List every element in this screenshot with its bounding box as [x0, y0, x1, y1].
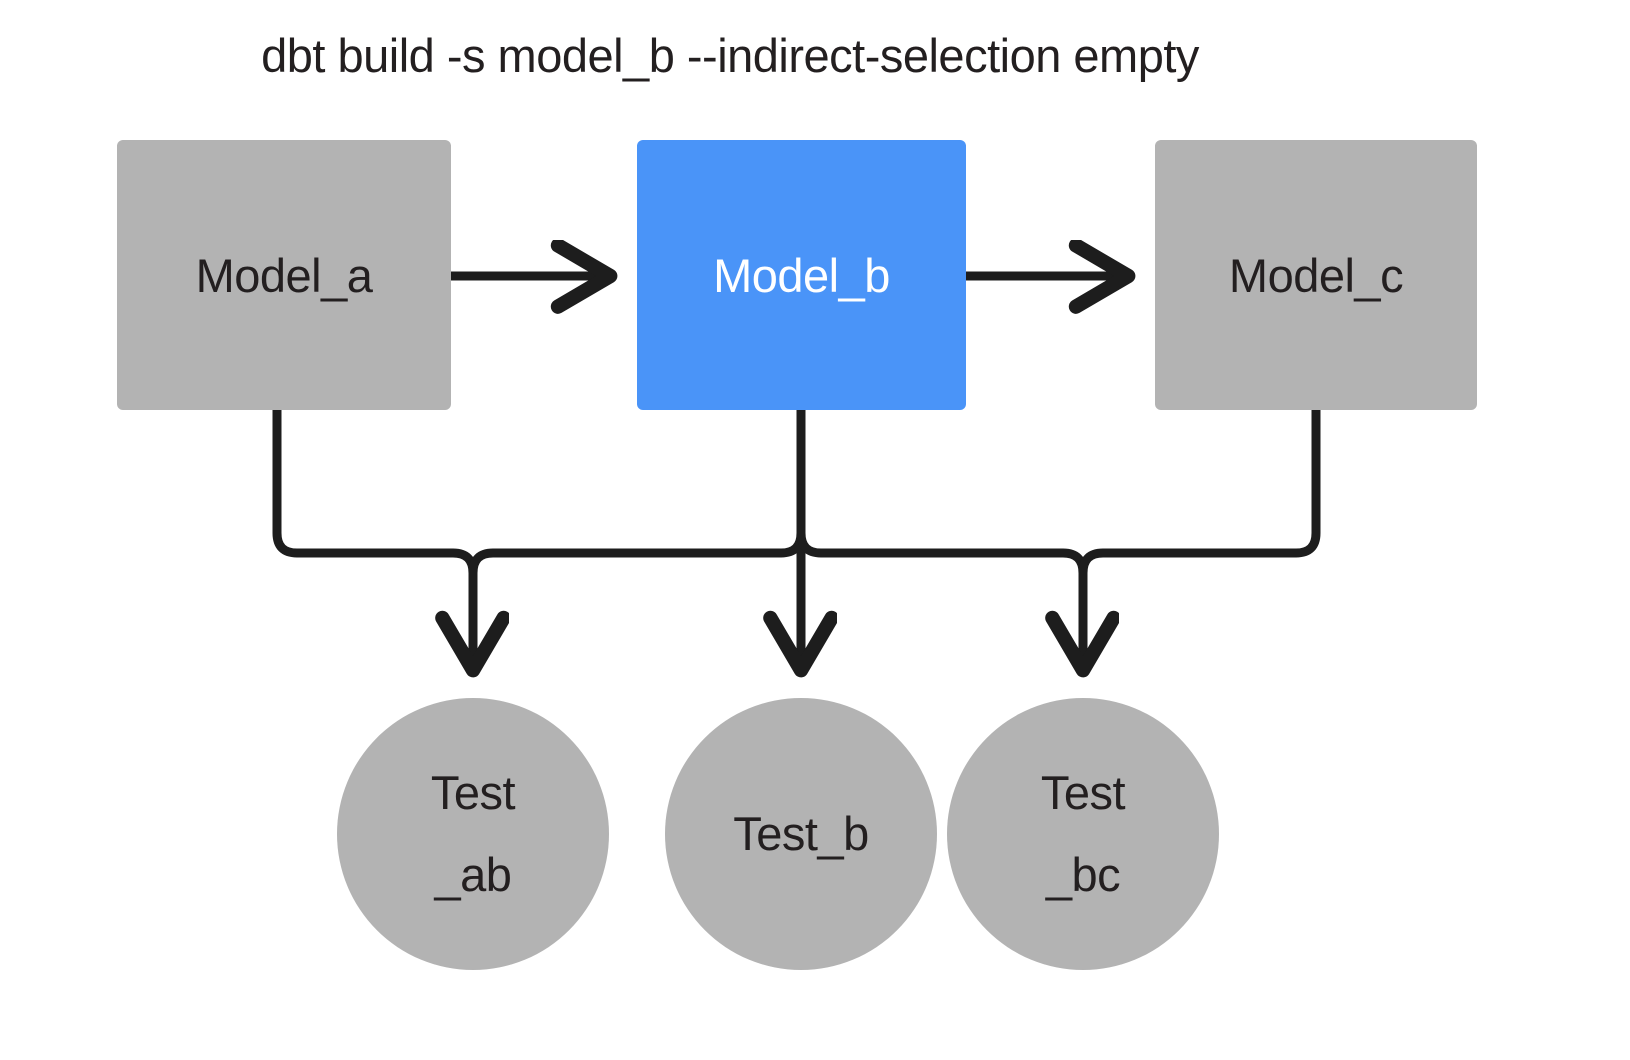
edge-model-a-to-test-ab — [272, 410, 473, 672]
node-test-bc-label-line1: Test — [1040, 765, 1126, 819]
node-test-b[interactable]: Test_b — [665, 698, 937, 970]
edge-model-b-to-test-ab — [468, 410, 806, 574]
node-model-a-label: Model_a — [195, 248, 373, 302]
edge-model-b-to-test-bc — [796, 410, 1083, 672]
node-test-bc-label-line2: _bc — [1045, 848, 1121, 901]
node-test-ab-label-line2: _ab — [434, 848, 512, 901]
node-model-c-label: Model_c — [1228, 248, 1404, 302]
node-model-c[interactable]: Model_c — [1155, 140, 1477, 410]
page-title: dbt build -s model_b --indirect-selectio… — [261, 29, 1199, 82]
node-test-ab[interactable]: Test _ab — [337, 698, 609, 970]
edge-model-c-to-test-bc — [1078, 410, 1321, 574]
node-test-ab-label-line1: Test — [430, 765, 516, 819]
node-test-b-label-line1: Test_b — [733, 806, 869, 860]
node-model-a[interactable]: Model_a — [117, 140, 451, 410]
node-test-bc[interactable]: Test _bc — [947, 698, 1219, 970]
node-model-b[interactable]: Model_b — [637, 140, 966, 410]
node-model-b-label: Model_b — [713, 248, 890, 302]
